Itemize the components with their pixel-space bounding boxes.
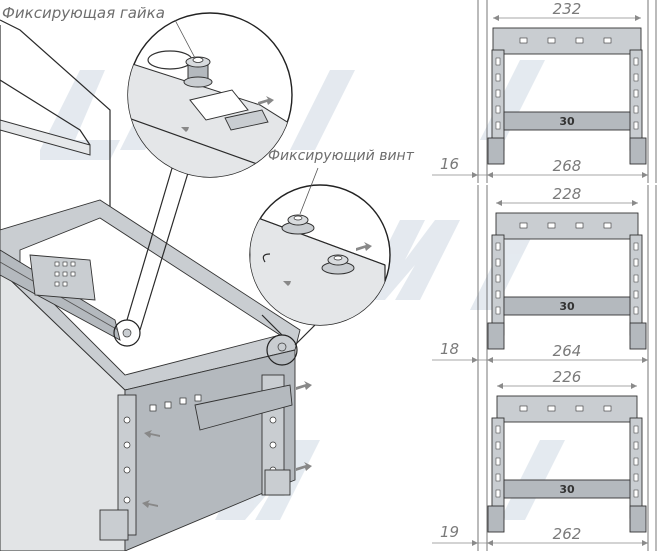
width-bottom-label: 262 — [553, 525, 582, 543]
leader-line-screw — [261, 314, 283, 336]
zoom-circle-lock-nut: Фиксирующая гайка — [2, 4, 293, 178]
width-bottom-label: 268 — [553, 157, 582, 175]
leader-line-nut-2 — [139, 149, 196, 331]
frame-diagram-3: 226 30 262 19 — [432, 368, 657, 551]
lock-screw-part-2 — [321, 254, 355, 275]
leader-line-nut — [126, 147, 179, 321]
width-bottom-label: 264 — [553, 342, 582, 360]
offset-label: 19 — [440, 523, 459, 541]
zoom-circle-lock-screw: Фиксирующий винт — [249, 148, 415, 326]
bar-code-label: 30 — [559, 483, 575, 496]
bar-code-label: 30 — [559, 300, 575, 313]
offset-label: 16 — [440, 155, 459, 173]
lock-nut-part — [183, 56, 213, 88]
top-shelf — [0, 119, 91, 156]
offset-label: 18 — [440, 340, 459, 358]
width-top-label: 228 — [553, 185, 582, 203]
direction-arrows — [142, 381, 312, 508]
lock-screw-label: Фиксирующий винт — [268, 148, 415, 164]
lock-screw-part-1 — [281, 214, 315, 235]
width-top-label: 226 — [553, 368, 582, 386]
lock-nut-label: Фиксирующая гайка — [2, 4, 165, 22]
frame-diagram-2: 228 30 264 18 — [432, 185, 657, 368]
width-top-label: 232 — [553, 0, 582, 18]
bar-code-label: 30 — [559, 115, 575, 128]
lock-screw-marker — [266, 334, 298, 366]
frame-diagram-1: 232 30 268 16 — [432, 0, 657, 183]
frame-diagrams: 232 30 268 16 228 30 264 18 226 30 262 19 — [432, 0, 657, 551]
